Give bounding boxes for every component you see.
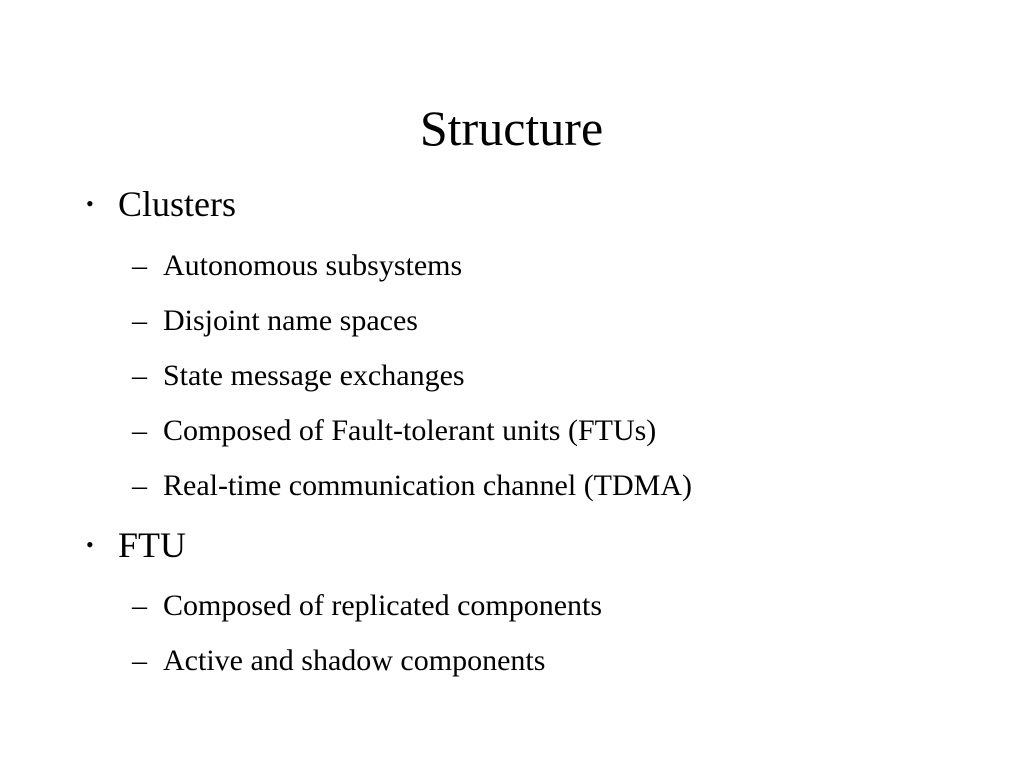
bullet-dot: •	[86, 191, 94, 216]
subitem-label: Autonomous subsystems	[163, 249, 463, 282]
bullet-label: FTU	[118, 525, 187, 565]
dash-marker: –	[132, 249, 147, 282]
subitem-label: Composed of replicated components	[163, 589, 603, 622]
dash-marker: –	[132, 414, 147, 447]
bullet-label: Clusters	[118, 184, 237, 224]
dash-marker: –	[132, 359, 147, 392]
subitem-label: Composed of Fault-tolerant units (FTUs)	[163, 414, 657, 447]
slide-title: Structure	[419, 100, 604, 156]
subitem-label: Real-time communication channel (TDMA)	[163, 469, 692, 502]
dash-marker: –	[132, 469, 147, 502]
subitem-label: Disjoint name spaces	[163, 304, 418, 337]
subitem-label: Active and shadow components	[163, 644, 546, 677]
dash-marker: –	[132, 589, 147, 622]
bullet-dot: •	[86, 532, 94, 557]
dash-marker: –	[132, 644, 147, 677]
subitem-label: State message exchanges	[163, 359, 465, 392]
dash-marker: –	[132, 304, 147, 337]
